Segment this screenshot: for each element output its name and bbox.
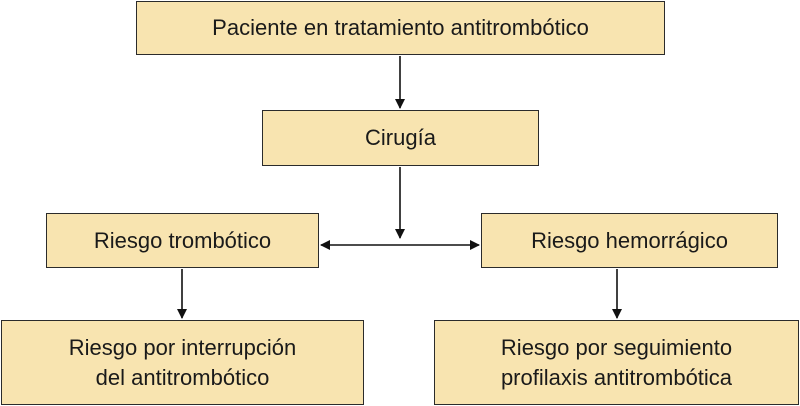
node-thrombotic-risk: Riesgo trombótico	[46, 213, 319, 268]
node-hemorrhagic-risk: Riesgo hemorrágico	[481, 213, 778, 268]
node-interruption-risk: Riesgo por interrupción del antitrombóti…	[1, 320, 364, 405]
node-surgery: Cirugía	[262, 110, 539, 166]
node-patient-on-antithrombotic: Paciente en tratamiento antitrombótico	[136, 1, 665, 55]
node-prophylaxis-risk: Riesgo por seguimiento profilaxis antitr…	[434, 320, 799, 405]
